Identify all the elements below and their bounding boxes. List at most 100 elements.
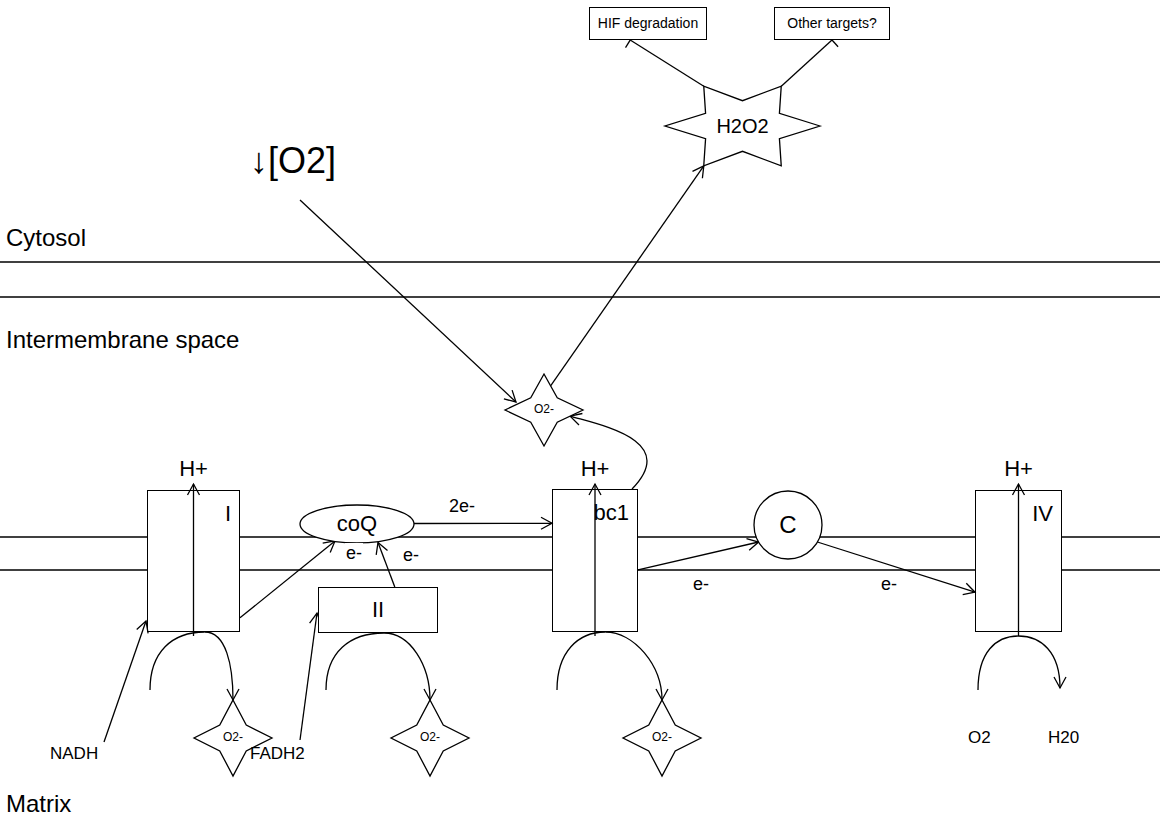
electron-label: e-: [345, 543, 363, 564]
node-text: Other targets?: [787, 15, 877, 31]
inner-membrane-line: [0, 536, 147, 537]
cytochrome-c-circle: C: [754, 491, 822, 559]
electron-label: e-: [402, 545, 420, 566]
connector-line: [414, 523, 552, 525]
complex-box: IV: [975, 490, 1062, 632]
arrow-head: [376, 543, 387, 555]
arrow-head: [963, 583, 975, 594]
connector-line: [570, 416, 647, 489]
star-path: [391, 700, 469, 776]
connector-line: [205, 632, 233, 700]
inner-membrane-line: [1062, 536, 1160, 537]
connector: [414, 517, 552, 529]
peroxide-star: H2O2: [665, 80, 820, 172]
connector: [817, 542, 975, 595]
electron-label: 2e-: [448, 496, 476, 517]
water-formation-curve: [978, 636, 1060, 690]
proton-arrow: [193, 484, 194, 636]
connector: [205, 632, 239, 700]
node-text: II: [372, 597, 384, 622]
arrow-head: [1054, 677, 1066, 688]
star-path: [194, 700, 272, 776]
superoxide-star: O2-: [391, 700, 469, 776]
proton-arrow: [1018, 484, 1019, 636]
target-box: Other targets?: [774, 7, 890, 40]
connector-line: [781, 40, 832, 86]
connector: [781, 33, 838, 86]
connector: [570, 414, 647, 490]
superoxide-star: O2-: [623, 700, 701, 776]
compartment-label: Matrix: [6, 790, 71, 818]
substrate-arrow: [300, 613, 317, 740]
proton-label: H+: [1004, 456, 1033, 481]
circle-path: [754, 491, 822, 559]
star-path: [665, 86, 820, 166]
compartment-label: Intermembrane space: [6, 326, 239, 354]
node-text: O2-: [420, 731, 440, 745]
arrow-head: [693, 166, 704, 179]
arrow-head: [504, 390, 516, 402]
outer-membrane-line: [0, 261, 1160, 262]
connector-line: [551, 166, 704, 386]
node-text: coQ: [337, 511, 377, 536]
inner-membrane-line: [1062, 569, 1160, 570]
node-text: O2-: [534, 403, 554, 417]
proton-label: H+: [179, 456, 208, 481]
substrate-label: NADH: [50, 744, 98, 764]
outer-membrane-line: [0, 296, 1160, 297]
coenzyme-q-ellipse: coQ: [300, 505, 414, 543]
node-text: IV: [1032, 501, 1053, 526]
star-path: [623, 700, 701, 776]
arrow-head: [424, 689, 436, 700]
electron-label: e-: [880, 574, 898, 595]
target-box: HIF degradation: [589, 7, 707, 40]
connector-line: [605, 632, 662, 700]
star-path: [505, 374, 583, 446]
node-text: C: [779, 511, 796, 539]
arrow-head: [656, 689, 668, 700]
complex-box: II: [318, 587, 438, 633]
oxygen-drop-label: ↓[O2]: [250, 140, 336, 181]
arrow-head: [323, 541, 335, 553]
molecule-label: H20: [1048, 728, 1079, 748]
complex-box: bc1: [552, 489, 638, 632]
oxygen-arrow: [300, 200, 516, 402]
proton-label: H+: [581, 456, 610, 481]
connector: [551, 166, 704, 386]
connector: [626, 32, 704, 86]
ellipse-path: [300, 505, 414, 543]
inner-membrane-line: [638, 569, 975, 570]
node-text: I: [225, 501, 231, 526]
substrate-label: FADH2: [250, 744, 305, 764]
arrow-head: [541, 517, 552, 529]
connector: [384, 633, 436, 700]
inner-membrane-line: [240, 569, 552, 570]
inner-membrane-line: [0, 569, 147, 570]
node-text: O2-: [652, 731, 672, 745]
oxygen-tail-curve: [326, 633, 384, 690]
arrow-head: [227, 689, 239, 700]
node-text: H2O2: [716, 115, 768, 138]
connector-line: [638, 542, 759, 570]
oxygen-tail-curve: [150, 632, 205, 690]
molecule-label: O2: [968, 728, 991, 748]
electron-label: e-: [692, 574, 710, 595]
substrate-arrow: [104, 621, 146, 742]
node-text: HIF degradation: [598, 15, 698, 31]
node-text: bc1: [594, 500, 629, 525]
complex-box: I: [147, 490, 240, 632]
connector-line: [384, 633, 430, 700]
connector: [376, 543, 395, 588]
node-text: O2-: [223, 731, 243, 745]
oxygen-tail-curve: [557, 632, 605, 690]
superoxide-star: O2-: [505, 374, 583, 446]
superoxide-star: O2-: [194, 700, 272, 776]
compartment-label: Cytosol: [6, 224, 86, 252]
connector: [638, 539, 759, 570]
arrow-head: [747, 539, 759, 551]
connector: [605, 632, 668, 700]
